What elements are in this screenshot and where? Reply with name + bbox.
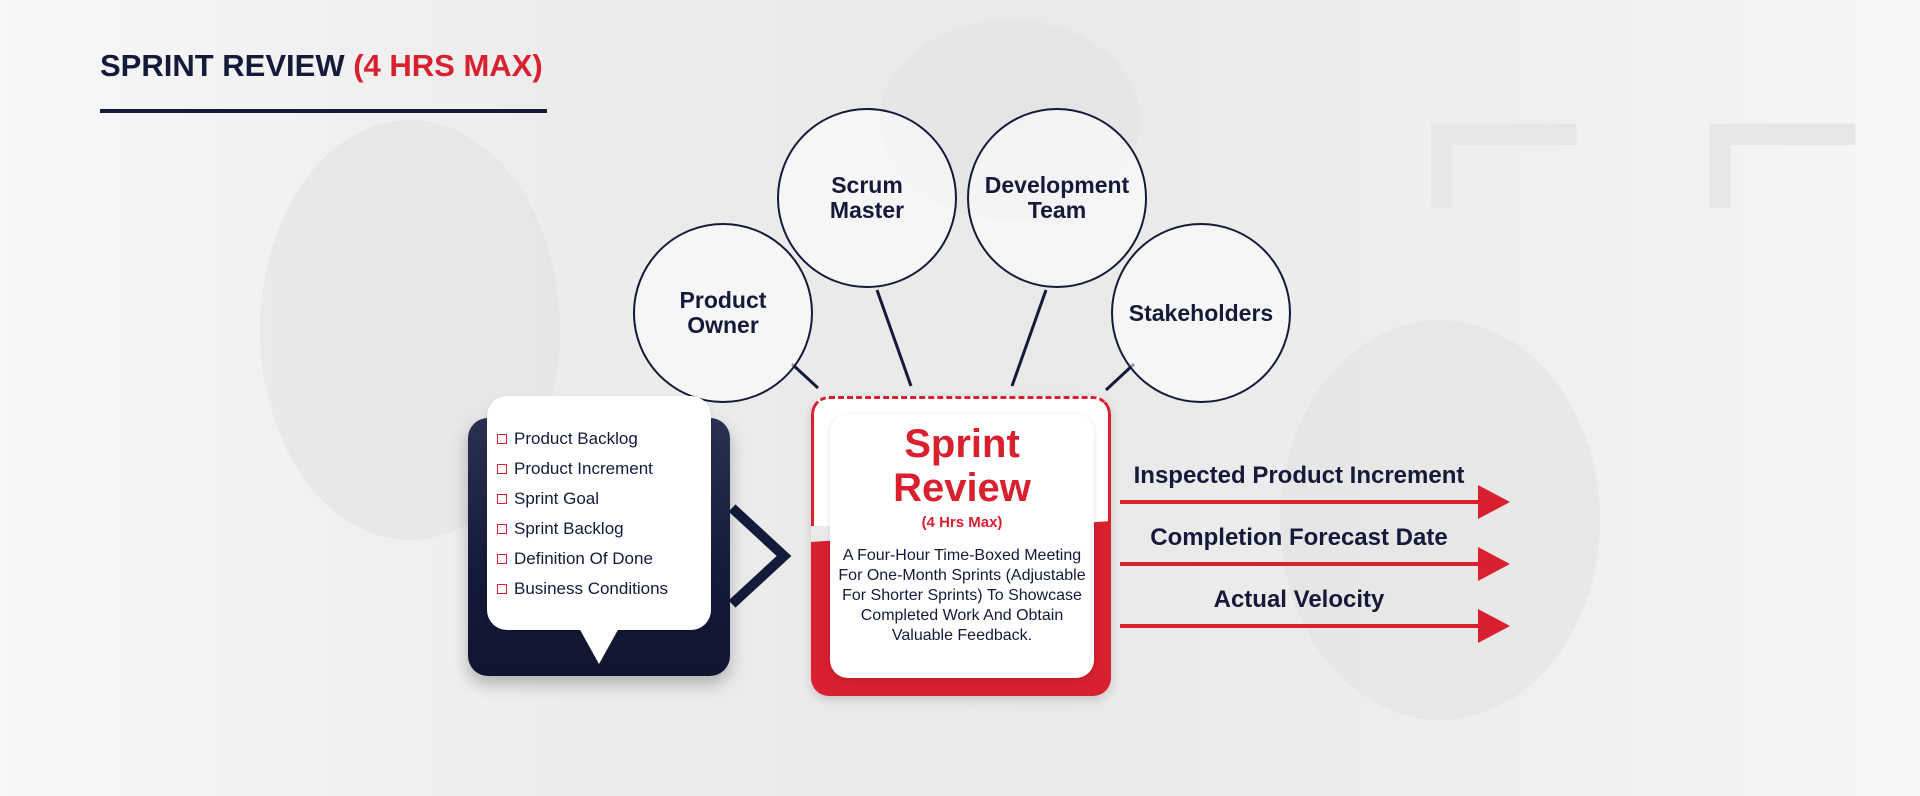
arrow-head-icon [1478,547,1510,581]
background-photo-shape [1280,320,1600,720]
list-item-label: Product Backlog [514,429,638,448]
sprint-review-card: Sprint Review (4 Hrs Max) A Four-Hour Ti… [830,414,1094,678]
role-stakeholders: Stakeholders [1111,223,1291,403]
list-item-label: Sprint Goal [514,489,600,508]
list-item: Sprint Goal [497,484,668,514]
event-subtitle: (4 Hrs Max) [921,514,1003,531]
role-product-owner: Product Owner [633,223,813,403]
output-arrow-line [1120,624,1480,628]
inputs-card-pointer [579,628,619,664]
role-label: Development Team [984,172,1130,223]
inputs-list: Product Backlog Product Increment Sprint… [497,424,668,604]
output-label: Inspected Product Increment [1133,462,1465,489]
list-item: Business Conditions [497,574,668,604]
list-item-label: Sprint Backlog [514,519,624,538]
output-label: Completion Forecast Date [1150,524,1448,551]
output-label: Actual Velocity [1213,586,1385,613]
checkbox-icon [497,584,507,594]
list-item: Sprint Backlog [497,514,668,544]
arrow-head-icon [1478,485,1510,519]
checkbox-icon [497,524,507,534]
background-wall-letters: ⌐ ⌐ [1416,0,1880,298]
event-description: A Four-Hour Time-Boxed Meeting For One-M… [838,547,1086,644]
title-underline [100,109,547,113]
checkbox-icon [497,434,507,444]
list-item-label: Definition Of Done [514,549,653,568]
role-label: Scrum Master [829,172,905,223]
event-title: Sprint Review [893,422,1031,510]
role-scrum-master: Scrum Master [777,108,957,288]
checkbox-icon [497,494,507,504]
checkbox-icon [497,554,507,564]
list-item: Product Increment [497,454,668,484]
title-main: SPRINT REVIEW [100,48,345,83]
list-item-label: Product Increment [514,459,653,478]
page-title: SPRINT REVIEW (4 HRS MAX) [100,48,543,84]
inputs-card [487,396,711,630]
role-development-team: Development Team [967,108,1147,288]
arrow-head-icon [1478,609,1510,643]
output-arrow-line [1120,562,1480,566]
frame-dashed-edge [811,396,1111,526]
list-item-label: Business Conditions [514,579,669,598]
title-accent: (4 HRS MAX) [353,48,543,83]
role-label: Product Owner [679,287,767,338]
list-item: Definition Of Done [497,544,668,574]
output-arrow-line [1120,500,1480,504]
list-item: Product Backlog [497,424,668,454]
role-label: Stakeholders [1128,299,1274,326]
checkbox-icon [497,464,507,474]
